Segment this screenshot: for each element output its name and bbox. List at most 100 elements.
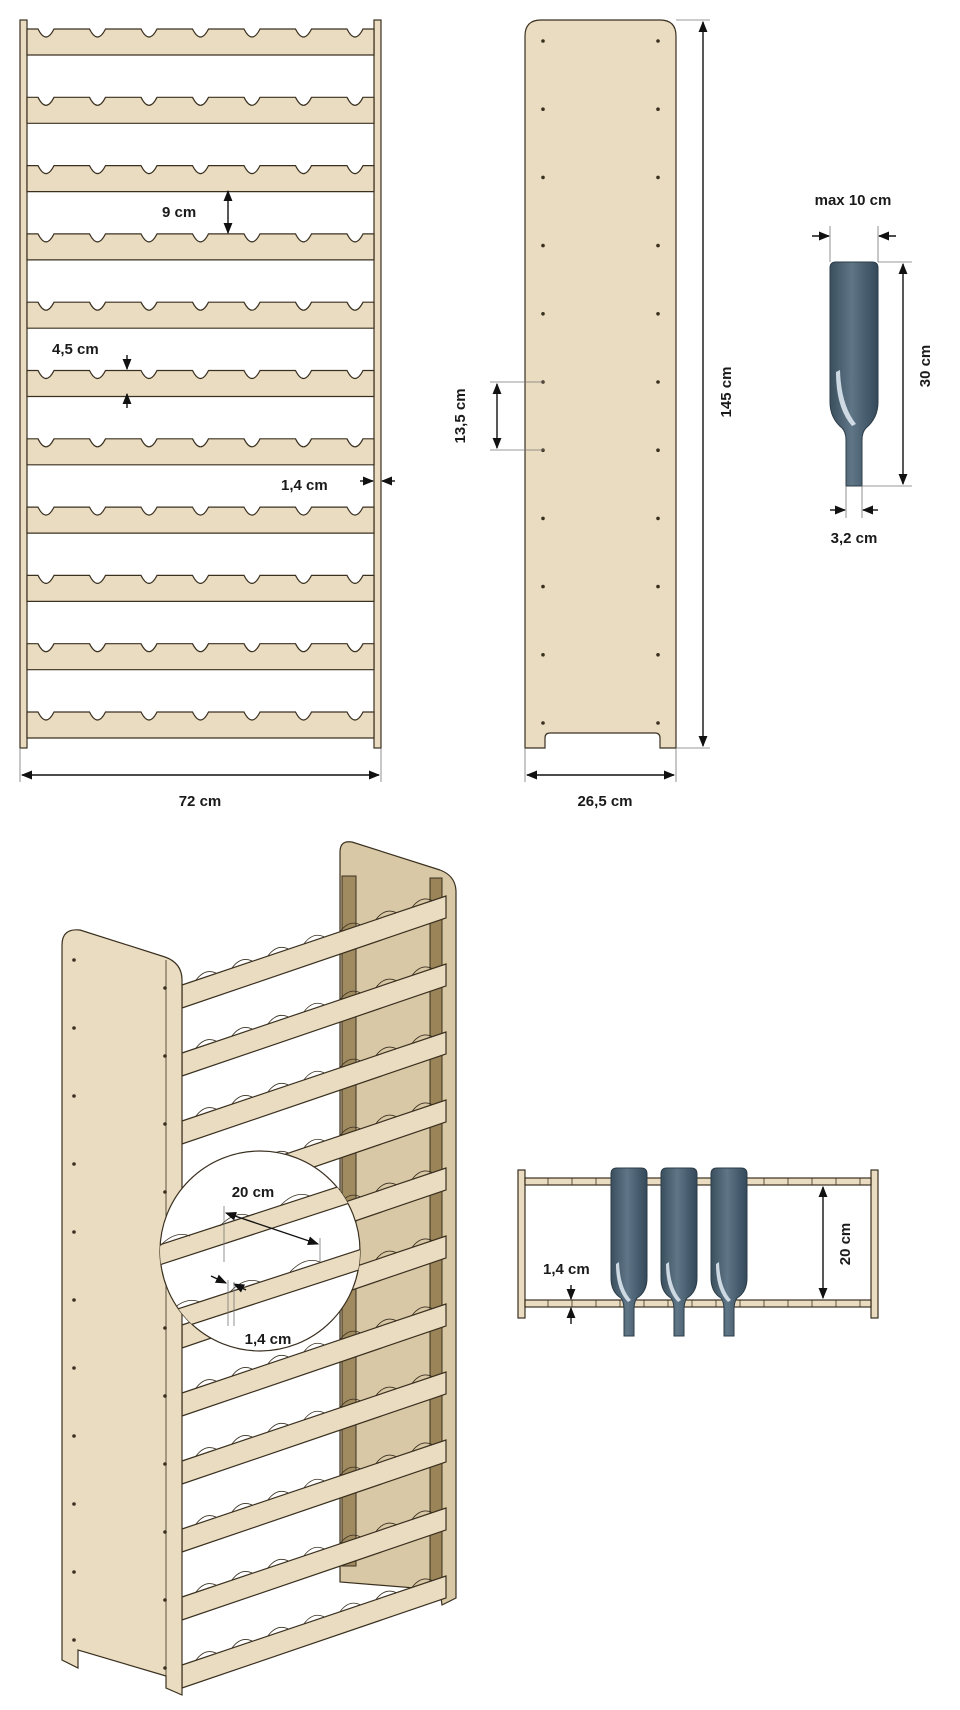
iso-side-hole	[163, 1598, 167, 1602]
section-top-rail	[524, 1177, 872, 1186]
front-shelf	[26, 28, 375, 56]
front-right-side-panel	[373, 19, 382, 749]
bottle-spec: max 10 cm 30 cm 3,2 cm	[812, 192, 934, 547]
section-bottle	[660, 1167, 698, 1337]
side-thickness-label: 1,4 cm	[281, 477, 328, 494]
section-bottle	[710, 1167, 748, 1337]
section-bottom-rail	[524, 1299, 872, 1308]
iso-shelf-scallops	[195, 1306, 433, 1389]
iso-side-hole	[163, 986, 167, 990]
iso-side-hole	[163, 1122, 167, 1126]
front-shelf	[26, 643, 375, 671]
detail-zoom: 20 cm 1,4 cm	[159, 1150, 361, 1352]
width-label: 72 cm	[179, 793, 222, 810]
side-hole	[541, 584, 545, 589]
iso-side-hole	[163, 1530, 167, 1534]
front-shelves	[26, 28, 375, 739]
side-panel-holes	[541, 39, 660, 725]
side-hole	[541, 312, 545, 316]
front-shelf	[26, 96, 375, 124]
side-hole	[656, 243, 660, 248]
side-hole	[541, 516, 545, 521]
scallop-label: 4,5 cm	[52, 341, 99, 358]
front-shelf	[26, 574, 375, 602]
iso-left-side-panel	[61, 929, 183, 1696]
iso-shelf-scallops	[195, 1510, 433, 1593]
iso-side-hole	[72, 1298, 76, 1302]
iso-side-hole	[72, 1230, 76, 1234]
front-shelf	[26, 369, 375, 398]
iso-side-hole	[72, 1162, 76, 1166]
side-hole	[656, 584, 660, 589]
section-bottle	[610, 1167, 648, 1337]
zoom-thickness-arrow-right	[232, 1283, 247, 1293]
section-left-post	[517, 1169, 526, 1319]
section-bottles	[610, 1167, 748, 1337]
zoom-thickness-label: 1,4 cm	[245, 1331, 292, 1348]
side-hole	[656, 175, 660, 180]
iso-side-hole	[72, 1502, 76, 1506]
hole-spacing-label: 13,5 cm	[452, 388, 469, 443]
front-left-side-panel	[19, 19, 28, 749]
iso-shelf-scallops	[195, 1034, 433, 1117]
iso-side-hole	[163, 1326, 167, 1330]
side-hole	[541, 175, 545, 180]
zoom-spacing-arrow	[224, 1211, 320, 1246]
bottle-highlight	[836, 370, 856, 426]
side-hole	[541, 39, 545, 43]
iso-side-hole	[163, 1666, 167, 1670]
section-thickness-label: 1,4 cm	[543, 1261, 590, 1278]
iso-shelf-scallops	[195, 1442, 433, 1525]
iso-side-hole	[72, 958, 76, 962]
iso-side-hole	[72, 1094, 76, 1098]
iso-shelf-scallops	[195, 966, 433, 1049]
front-shelf	[26, 165, 375, 193]
iso-side-hole	[163, 1054, 167, 1058]
front-shelf	[26, 711, 375, 739]
front-shelf	[26, 233, 375, 261]
side-hole	[541, 243, 545, 248]
iso-shelf-scallops	[195, 898, 433, 981]
side-panel	[524, 19, 677, 749]
section-right-post	[870, 1169, 879, 1319]
zoom-spacing-label: 20 cm	[232, 1184, 275, 1201]
iso-side-hole	[72, 1366, 76, 1370]
shelf-gap-label: 9 cm	[162, 204, 196, 221]
iso-side-hole	[72, 1026, 76, 1030]
front-shelf	[26, 506, 375, 534]
iso-shelf-scallops	[195, 1374, 433, 1457]
side-hole	[656, 380, 660, 384]
section-depth-label: 20 cm	[837, 1223, 854, 1266]
bottle-silhouette	[829, 261, 879, 487]
depth-label: 26,5 cm	[577, 793, 632, 810]
iso-side-hole	[72, 1434, 76, 1438]
iso-side-hole	[72, 1570, 76, 1574]
front-view: 9 cm 4,5 cm 1,4 cm 72 cm	[19, 19, 395, 810]
side-hole	[656, 516, 660, 521]
max-diameter-label: max 10 cm	[815, 192, 892, 209]
iso-side-hole	[163, 1394, 167, 1398]
height-label: 145 cm	[718, 367, 735, 418]
iso-side-hole	[163, 1462, 167, 1466]
side-hole	[656, 39, 660, 43]
front-shelf	[26, 301, 375, 329]
iso-side-hole	[163, 1190, 167, 1194]
iso-side-hole	[72, 1638, 76, 1642]
side-hole	[541, 107, 545, 111]
side-view: 145 cm 26,5 cm 13,5 cm	[452, 19, 735, 810]
front-shelf	[26, 438, 375, 466]
shelf-section-view: 20 cm 1,4 cm	[517, 1167, 879, 1337]
side-hole	[656, 312, 660, 316]
side-hole	[656, 448, 660, 453]
zoom-thickness-arrow-left	[210, 1274, 228, 1284]
side-hole	[656, 653, 660, 657]
isometric-view: 20 cm 1,4 cm	[61, 841, 457, 1696]
side-hole	[656, 107, 660, 111]
neck-label: 3,2 cm	[831, 530, 878, 547]
bottle-length-label: 30 cm	[917, 345, 934, 388]
iso-shelf-scallops	[195, 1578, 433, 1661]
side-hole	[541, 721, 545, 725]
side-hole	[656, 721, 660, 725]
side-hole	[541, 653, 545, 657]
